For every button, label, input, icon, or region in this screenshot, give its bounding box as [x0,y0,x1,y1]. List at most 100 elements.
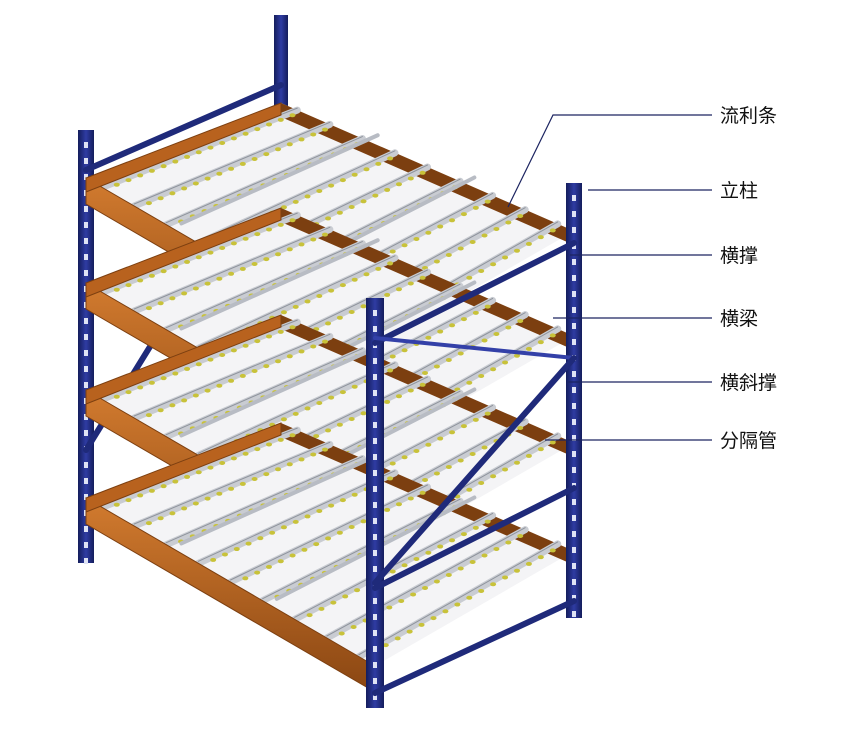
flow-strip-wheel [251,157,258,161]
flow-strip-wheel [466,487,473,492]
upright-hole [373,502,377,508]
label-divider-tube: 分隔管 [720,430,777,452]
flow-strip-wheel [407,176,414,181]
upright-hole [84,462,88,468]
flow-strip-wheel [239,161,246,166]
flow-strip-wheel [286,462,293,467]
upright-hole [373,534,377,540]
flow-strip-wheel [145,201,152,206]
flow-strip-wheel [257,536,264,541]
flow-strip-wheel [298,349,305,354]
flow-strip-wheel [469,560,476,564]
flow-strip [194,254,399,352]
flow-strip-wheel [192,286,199,291]
flow-strip-wheel [478,589,485,593]
upright-hole [373,454,377,460]
flow-strip-wheel [419,275,426,280]
flow-strip-wheel [304,299,311,304]
flow-strip-wheel [210,557,217,562]
flow-strip-wheel [207,250,214,255]
flow-strip-wheel [437,329,444,334]
flow-strip-wheel [328,395,335,400]
flow-strip-wheel [384,399,391,404]
flow-strip-rail [162,240,366,334]
flow-strip-wheel [525,561,532,566]
flow-strip-wheel [481,553,488,558]
flow-strip-wheel [505,220,512,225]
flow-strip-wheel [192,181,199,186]
flow-strip-wheel [389,354,396,359]
flow-strip-wheel [460,424,467,429]
flow-strip-wheel [339,178,346,183]
flow-strip-wheel [195,255,202,260]
upright-hole [373,646,377,652]
flow-strip-wheel [228,271,235,276]
upright-hole [84,318,88,324]
flow-strip-wheel [310,237,317,242]
flow-strip-wheel [460,212,467,217]
flow-strip-wheel [457,351,464,356]
upright-hole [84,206,88,212]
flow-strip-wheel [513,248,520,253]
flow-strip-wheel [289,553,296,558]
flow-strip-wheel [445,573,452,577]
flow-strip-wheel [148,488,155,493]
flow-strip-wheel [286,354,293,359]
flow-strip [130,440,334,530]
flow-strip-wheel [275,467,282,472]
flow-strip-wheel [422,371,429,375]
flow-strip-wheel [277,117,284,122]
flow-strip-wheel [157,516,164,521]
upright-hole [373,422,377,428]
flow-strip-wheel [263,152,270,157]
flow-strip-wheel [505,325,512,330]
flow-strip-wheel [433,259,440,264]
upright-hole [572,259,576,265]
flow-strip-wheel [389,569,396,574]
flow-strip-wheel [401,563,408,568]
flow-strip-wheel [277,329,284,334]
flow-strip-wheel [137,173,144,178]
upright-hole [84,222,88,228]
flow-strip-wheel [387,261,394,266]
right-frame [366,183,582,708]
flow-strip-wheel [204,496,211,501]
flow-strip-rail [323,526,529,642]
flow-strip-wheel [228,166,235,171]
flow-strip-rail [355,540,562,661]
flow-strip-wheel [184,154,191,159]
flow-strip-wheel [184,474,191,479]
flow-strip-wheel [280,525,287,530]
flow-strip-wheel [525,453,532,458]
label-diagonal-brace: 横斜撑 [720,372,777,394]
flow-strip-wheel [348,417,355,421]
flow-strip-wheel [325,536,332,541]
flow-strip-wheel [157,196,164,201]
leader-flow-strip [507,114,712,208]
flow-strip-wheel [289,433,296,438]
flow-strip-wheel [478,269,485,273]
flow-strip-wheel [207,465,214,470]
flow-strip-wheel [490,262,497,267]
flow-strip-wheel [289,113,296,118]
flow-strip-rail [162,347,366,441]
upright-hole [572,211,576,217]
flow-strip [130,120,334,210]
flow-strip-wheel [351,172,358,177]
flow-strip-rail [98,426,301,511]
rack-structure [78,15,582,708]
flow-strip-wheel [275,359,282,364]
flow-strip-wheel [172,264,179,269]
upright-hole [572,195,576,201]
flow-strip-wheel [460,532,467,537]
flow-strip-wheel [230,348,237,353]
flow-strip-wheel [286,142,293,147]
flow-strip-wheel [245,541,252,546]
flow-strip-wheel [375,161,382,166]
flow-strip-wheel [387,476,394,481]
flow-strip-wheel [316,294,323,298]
flow-strip-wheel [472,310,479,315]
upright-hole [572,563,576,569]
upright-hole [572,227,576,233]
flow-strip-wheel [478,374,485,378]
